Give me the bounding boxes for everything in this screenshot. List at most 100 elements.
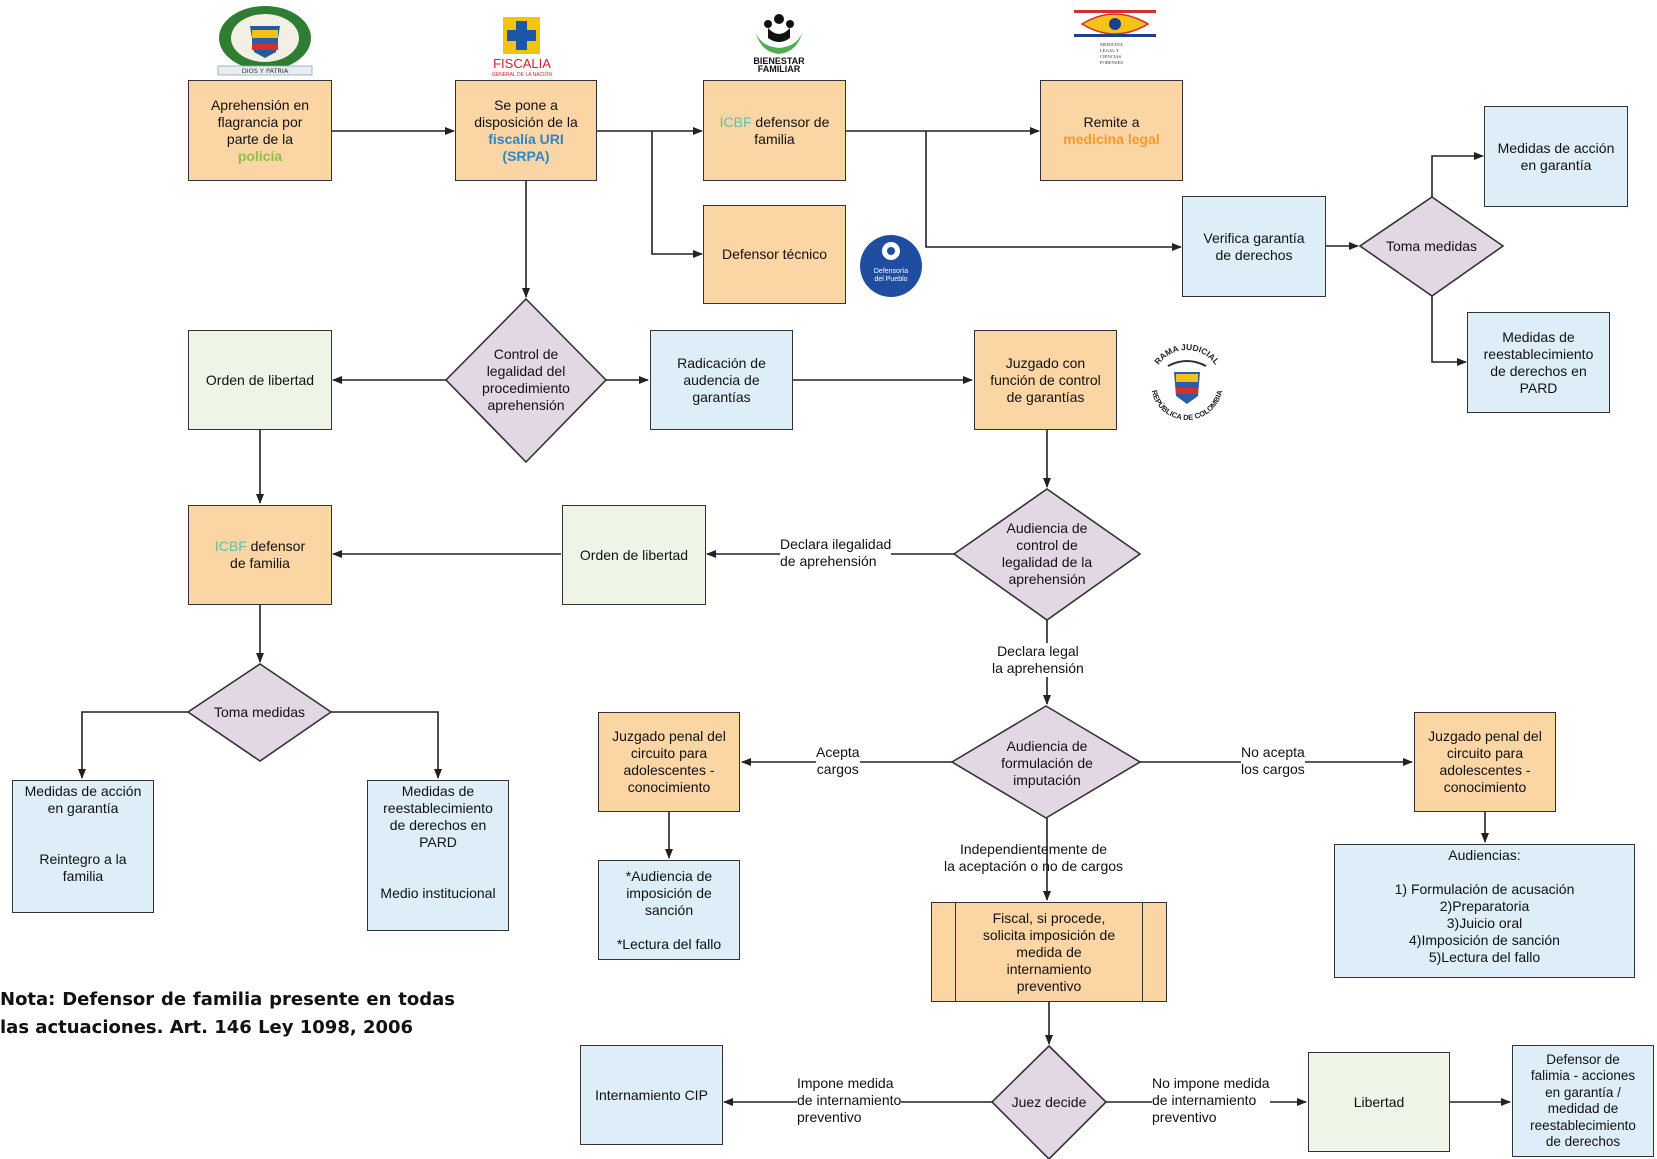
- node-medicina: Remite a medicina legal: [1040, 80, 1183, 181]
- highlight-text: fiscalía URI: [488, 130, 564, 147]
- node-text: ICBF defensor de: [720, 114, 830, 131]
- node-text: Medidas de acción: [1497, 139, 1615, 156]
- label-text: de internamiento: [1152, 1092, 1257, 1108]
- node-audiencia-formulacion: Audiencia de formulación de imputación: [972, 733, 1122, 793]
- node-text: en garantía /: [1545, 1084, 1621, 1100]
- fiscalia-logo: FISCALIA GENERAL DE LA NACIÓN: [492, 17, 552, 78]
- node-text: Audiencia de: [1006, 520, 1088, 536]
- node-text: Radicación de: [677, 354, 766, 371]
- node-text: de derechos: [1215, 246, 1293, 263]
- node-text: adolescentes -: [1439, 762, 1531, 778]
- node-juzgado-penal-left: Juzgado penal del circuito para adolesce…: [598, 712, 740, 812]
- node-text: de derechos en: [389, 817, 487, 833]
- node-text: Defensor técnico: [721, 246, 828, 262]
- label-impone: Impone medida de internamiento preventiv…: [797, 1075, 902, 1126]
- node-text: Defensor de: [1546, 1051, 1620, 1067]
- node-text: 3)Juicio oral: [1446, 915, 1523, 931]
- node-text: en garantía: [47, 800, 119, 816]
- node-aprehension: Aprehensión en flagrancia por parte de l…: [188, 80, 332, 181]
- node-juzgado-control: Juzgado con función de control de garant…: [974, 330, 1117, 430]
- node-text: Fiscal, si procede,: [992, 909, 1106, 926]
- node-text: Reintegro a la: [39, 851, 127, 867]
- node-text: medida de: [1016, 943, 1082, 960]
- node-text: legalidad de la: [1001, 554, 1093, 570]
- node-fiscal-solicita: Fiscal, si procede, solicita imposición …: [931, 902, 1167, 1002]
- node-text: Toma medidas: [213, 703, 306, 720]
- note-text: Nota: Defensor de familia presente en to…: [0, 989, 455, 1038]
- icbf-text: ICBF: [214, 538, 247, 554]
- node-text: reestablecimiento: [1530, 1117, 1636, 1133]
- node-text: Juzgado con: [1005, 354, 1086, 371]
- node-medidas-accion-left: Medidas de acción en garantía Reintegro …: [12, 780, 154, 913]
- svg-text:CIENCIAS: CIENCIAS: [1100, 54, 1122, 59]
- node-internamiento: Internamiento CIP: [580, 1045, 723, 1145]
- node-text: Aprehensión en: [210, 96, 310, 113]
- node-text: Remite a: [1083, 113, 1140, 130]
- label-no-acepta: No acepta los cargos: [1241, 744, 1305, 778]
- highlight-text: (SRPA): [502, 147, 550, 164]
- node-text: conocimiento: [1443, 779, 1527, 795]
- process-side-bar: [1142, 903, 1143, 1001]
- node-control-legalidad: Control de legalidad del procedimiento a…: [456, 338, 596, 422]
- svg-text:BIENESTAR: BIENESTAR: [753, 56, 805, 66]
- node-fiscalia: Se pone a disposición de la fiscalía URI…: [455, 80, 597, 181]
- node-text: medidad de: [1547, 1101, 1619, 1116]
- edge-toma-accion: [1431, 152, 1484, 197]
- node-text: Orden de libertad: [579, 546, 689, 563]
- node-medidas-reest-top: Medidas de reestablecimiento de derechos…: [1467, 312, 1610, 413]
- node-text: 4)Imposición de sanción: [1409, 932, 1560, 948]
- node-medidas-accion-top: Medidas de acción en garantía: [1484, 106, 1628, 207]
- node-text: Verifica garantía: [1203, 229, 1305, 246]
- node-defensor-tecnico: Defensor técnico: [703, 205, 846, 304]
- node-text: Medio institucional: [380, 885, 496, 901]
- node-text: flagrancia por: [217, 113, 303, 130]
- diamond-toma-medidas-left: [186, 663, 333, 762]
- legal-note: Nota: Defensor de familia presente en to…: [0, 986, 455, 1042]
- label-text: Declara legal: [997, 643, 1079, 659]
- node-text: Medidas de acción: [24, 783, 142, 799]
- node-toma-medidas-left: Toma medidas: [188, 698, 331, 726]
- node-juez-decide: Juez decide: [992, 1088, 1106, 1116]
- node-verifica: Verifica garantía de derechos: [1182, 196, 1326, 297]
- node-text: defensor de: [751, 113, 830, 130]
- label-text: Acepta: [816, 744, 860, 760]
- node-text: de garantías: [1006, 388, 1085, 405]
- label-text: de internamiento: [797, 1092, 902, 1108]
- rama-judicial-logo: RAMA JUDICIAL REPÚBLICA DE COLOMBIA: [1145, 342, 1229, 426]
- node-text: Se pone a: [494, 96, 558, 113]
- diamond-audiencia-formulacion: [950, 705, 1142, 819]
- svg-text:FAMILIAR: FAMILIAR: [758, 64, 801, 74]
- svg-text:MEDICINA: MEDICINA: [1100, 42, 1124, 47]
- node-text: de derechos: [1545, 1134, 1621, 1149]
- edge-icbf-verifica: [925, 131, 1182, 251]
- node-text: aprehensión: [1008, 571, 1086, 587]
- node-text: 5)Lectura del fallo: [1428, 949, 1541, 965]
- label-text: preventivo: [797, 1109, 862, 1125]
- node-text: reestablecimiento: [1483, 345, 1594, 362]
- svg-text:GENERAL DE LA NACIÓN: GENERAL DE LA NACIÓN: [492, 71, 552, 78]
- policia-logo: DIOS Y PATRIA: [217, 6, 313, 76]
- node-text: Toma medidas: [1385, 237, 1478, 254]
- defensoria-logo: Defensoría del Pueblo: [860, 235, 922, 297]
- label-text: No impone medida: [1152, 1075, 1270, 1091]
- edge-toma-reest-left: [331, 711, 442, 779]
- label-declara-ilegalidad: Declara ilegalidad de aprehensión: [780, 536, 892, 570]
- label-independiente: Independientemente de la aceptación o no…: [944, 841, 1123, 875]
- node-text: preventivo: [1016, 977, 1082, 994]
- node-text: imputación: [1013, 771, 1081, 788]
- node-text: *Audiencia de: [625, 867, 713, 884]
- highlight-text: policía: [237, 147, 283, 164]
- node-text: Internamiento CIP: [595, 1086, 708, 1103]
- node-text: familia: [62, 868, 104, 884]
- node-text: procedimiento: [482, 380, 570, 396]
- node-text: ICBF defensor: [215, 538, 305, 555]
- node-text: Juez decide: [1011, 1093, 1087, 1110]
- node-text: circuito para: [630, 745, 708, 761]
- svg-text:Defensoría: Defensoría: [874, 268, 908, 275]
- node-text: Medidas de: [401, 783, 475, 799]
- node-text: reestablecimiento: [383, 800, 493, 816]
- label-text: la aceptación o no de cargos: [944, 858, 1124, 874]
- process-side-bar: [955, 903, 956, 1001]
- node-text: 2)Preparatoria: [1439, 898, 1530, 914]
- node-text: Libertad: [1353, 1093, 1405, 1110]
